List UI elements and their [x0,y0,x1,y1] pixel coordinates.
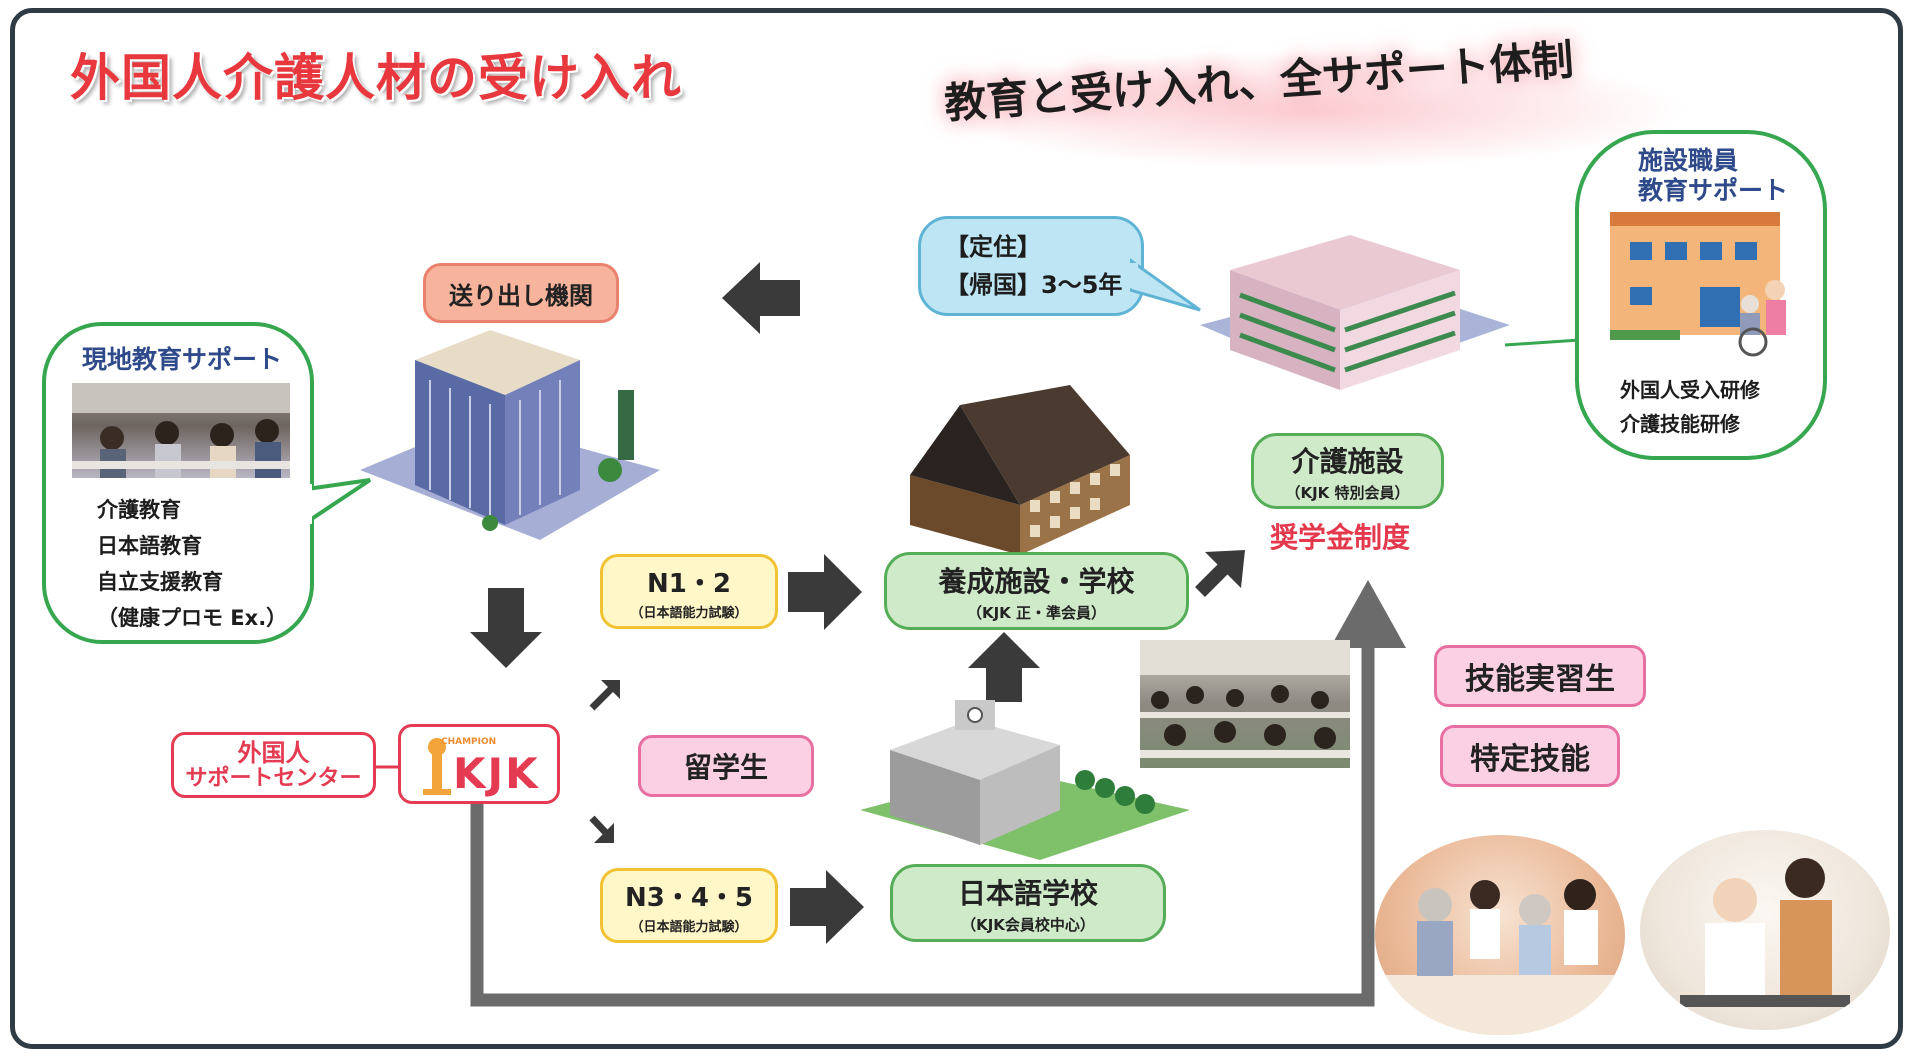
staff-support-heading: 施設職員 教育サポート [1638,146,1788,206]
support-center-box: 外国人 サポートセンター [171,732,376,798]
jp-school-box: 日本語学校 （KJK会員校中心） [890,864,1166,942]
care-photo-pair-art [1680,858,1850,1007]
staff-support-heading-line1: 施設職員 [1638,146,1739,175]
specified-skill-label: 特定技能 [1440,725,1620,787]
staff-support-item: 外国人受入研修 [1620,378,1760,402]
tree [482,515,498,531]
arrow-diag-facility-head [1205,550,1245,588]
building-left-wall [415,360,505,525]
staff-bubble-tail [1504,338,1581,347]
classroom-photo-art [72,383,290,478]
residence-bubble [918,216,1144,316]
training-school-sub: （KJK 正・準会員） [966,603,1107,622]
facility-windows [1239,290,1456,373]
sending-agency-text: 送り出し機関 [449,281,593,310]
arrow-diag-down-head [594,823,614,843]
staff-support-heading-line2: 教育サポート [1638,176,1789,205]
trees [1075,770,1155,814]
arrow-down-to-kjk [470,588,542,668]
student-label: 留学生 [638,735,814,797]
technical-intern-label: 技能実習生 [1434,645,1646,707]
classroom-photo [72,383,290,478]
local-support-item: 日本語教育 [97,534,202,558]
kjk-logo-small: CHAMPION [441,737,497,747]
clock-icon [967,707,983,723]
n12-sub: （日本語能力試験） [630,605,748,621]
support-center-line1: 外国人 [237,739,310,767]
arrow-right-n12 [788,554,862,630]
caregiver-head [1765,280,1785,300]
flow-line-arrowhead [1330,580,1406,648]
care-facility-text: 介護施設 [1291,444,1404,478]
n12-box: N1・2 （日本語能力試験） [600,554,778,629]
building-roof [415,330,580,395]
building-right-wall [505,360,580,525]
kjk-logo-mark-icon [423,738,451,795]
sending-agency-building [360,330,660,540]
sending-agency-label: 送り出し機関 [423,263,619,323]
residence-line2: 【帰国】3～5年 [945,271,1123,299]
lecture-photo-art [1140,640,1350,758]
wheelchair-icon [1738,327,1768,357]
kjk-logo-text: KJK [453,749,540,798]
student-text: 留学生 [683,751,768,784]
training-school-text: 養成施設・学校 [938,564,1135,598]
scholarship-text: 奨学金制度 [1270,521,1411,554]
flow-line-kjk-to-facility [470,645,1375,1007]
care-facility-sub: （KJK 特別会員） [1285,483,1410,502]
nursing-home-illustration [1610,212,1786,357]
diagram-title: 外国人介護人材の受け入れ [70,49,682,107]
staff-support-list: 外国人受入研修 介護技能研修 [1620,373,1760,441]
local-support-item: 自立支援教育 [97,570,223,594]
jp-school-building [860,700,1190,860]
tree [598,458,622,482]
n345-sub: （日本語能力試験） [630,919,748,935]
care-facility-building [1200,235,1510,390]
arrow-up-to-training [968,632,1040,702]
n345-box: N3・4・5 （日本語能力試験） [600,868,778,943]
n345-text: N3・4・5 [624,882,754,913]
school-windows [1030,464,1120,537]
training-school-building [910,385,1130,555]
local-support-heading: 現地教育サポート [82,345,283,374]
n12-text: N1・2 [647,568,731,599]
kjk-logo-box: CHAMPION KJK [398,724,560,804]
residence-bubble-tail [1130,258,1201,312]
arrow-diag-facility-line [1195,562,1230,597]
local-support-item: （健康プロモ Ex.） [97,606,288,630]
care-photo-group-art [1375,879,1625,1035]
arrow-diag-down-line [589,815,610,837]
arrow-left-return [722,262,800,334]
slogan-glow [930,50,1690,170]
local-support-item: 介護教育 [97,498,181,522]
arrow-diag-up-head [601,680,620,699]
residence-text: 【定住】 【帰国】3～5年 [945,228,1122,304]
local-support-bubble [42,322,314,644]
local-support-tail [300,478,372,524]
home-windows [1630,242,1757,327]
building-windows [429,380,561,516]
training-school-box: 養成施設・学校 （KJK 正・準会員） [884,552,1189,630]
elderly-head [1741,295,1759,313]
sign-post [618,390,634,460]
arrow-right-n345 [790,870,864,944]
specified-skill-text: 特定技能 [1470,742,1590,777]
support-center-line2: サポートセンター [185,766,362,791]
local-support-list: 介護教育 日本語教育 自立支援教育 （健康プロモ Ex.） [97,492,287,636]
technical-intern-text: 技能実習生 [1465,662,1615,697]
jp-school-sub: （KJK会員校中心） [961,915,1095,934]
lecture-photo [1140,640,1350,768]
residence-line1: 【定住】 [945,233,1041,261]
arrow-diag-up-line [589,685,615,711]
care-facility-box: 介護施設 （KJK 特別会員） [1251,433,1444,509]
jp-school-text: 日本語学校 [957,876,1098,910]
staff-support-item: 介護技能研修 [1620,412,1740,436]
care-photo-pair [1640,830,1890,1030]
care-photo-group [1375,835,1625,1035]
